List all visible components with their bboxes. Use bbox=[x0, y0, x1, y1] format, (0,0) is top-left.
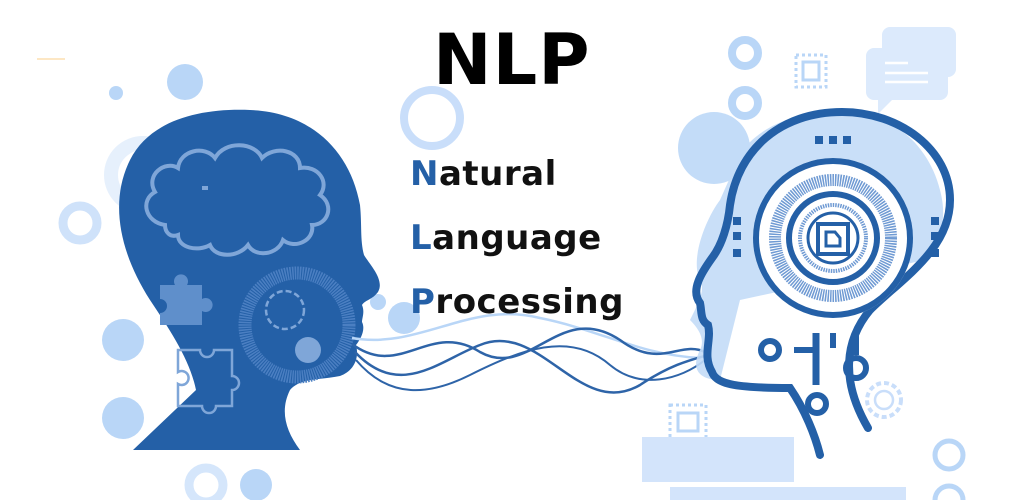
chat-bubbles-icon bbox=[866, 27, 956, 114]
word-rest: atural bbox=[438, 154, 557, 194]
initial-letter: N bbox=[410, 154, 439, 194]
acronym-expansion: Natural Language Processing bbox=[410, 142, 624, 334]
ai-head-icon bbox=[690, 107, 955, 459]
title-nlp: NLP bbox=[433, 19, 591, 101]
sound-waves-icon bbox=[351, 312, 709, 394]
word-rest: anguage bbox=[432, 218, 602, 258]
chip-icon bbox=[668, 53, 828, 441]
initial-letter: P bbox=[410, 282, 436, 322]
expansion-processing: Processing bbox=[410, 270, 624, 334]
initial-letter: L bbox=[410, 218, 433, 258]
bubbles-right-icon bbox=[678, 36, 966, 500]
word-rest: rocessing bbox=[435, 282, 624, 322]
expansion-natural: Natural bbox=[410, 142, 624, 206]
decorative-line bbox=[37, 58, 65, 60]
panels-icon bbox=[642, 437, 906, 500]
human-head-icon bbox=[119, 109, 380, 450]
small-gear-icon bbox=[865, 381, 903, 419]
expansion-language: Language bbox=[410, 206, 624, 270]
